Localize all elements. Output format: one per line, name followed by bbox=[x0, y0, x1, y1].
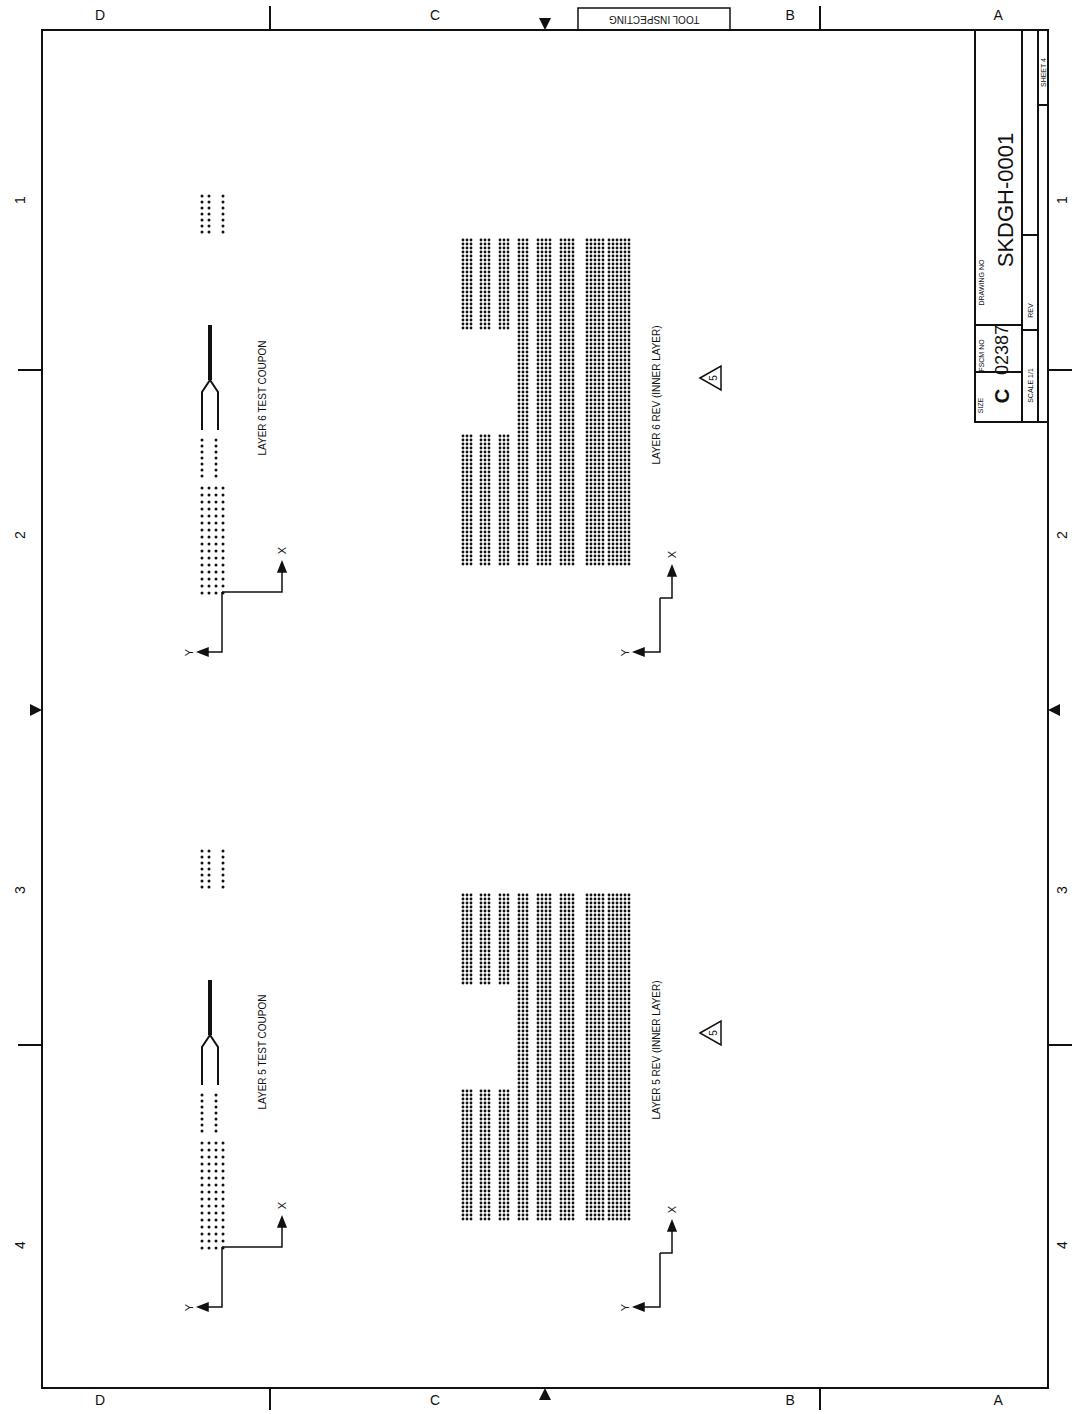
zone-letter: A bbox=[994, 1393, 1003, 1407]
coupon-label: LAYER 6 TEST COUPON bbox=[257, 340, 267, 455]
zone-number: 3 bbox=[13, 886, 27, 894]
axis-label: X bbox=[667, 1205, 678, 1212]
zone-letter: D bbox=[95, 1393, 105, 1407]
axis-label: Y bbox=[620, 1303, 631, 1310]
zone-letter: C bbox=[430, 1393, 440, 1407]
zone-number: 1 bbox=[13, 196, 27, 204]
revision-number: 5 bbox=[709, 375, 719, 381]
zone-letter: A bbox=[994, 8, 1003, 22]
title-block-heading: SIZE bbox=[977, 397, 984, 413]
title-block-heading: SCALE 1/1 bbox=[1026, 368, 1033, 403]
coupon-label: LAYER 5 TEST COUPON bbox=[257, 994, 267, 1109]
axis-label: Y bbox=[184, 1303, 195, 1310]
zone-letter: B bbox=[786, 1393, 795, 1407]
revision-triangle bbox=[700, 366, 721, 390]
zone-letter: D bbox=[95, 8, 105, 22]
axis-label: X bbox=[277, 546, 288, 553]
size-code: C bbox=[992, 389, 1012, 403]
title-block-heading: SHEET 4 bbox=[1040, 57, 1047, 86]
revision-number: 5 bbox=[709, 1030, 719, 1036]
zone-number: 4 bbox=[13, 1241, 27, 1249]
drawing-number: SKDGH-0001 bbox=[995, 133, 1017, 268]
zone-number: 4 bbox=[1055, 1241, 1069, 1249]
title-block-heading: REV bbox=[1027, 303, 1034, 317]
zone-number: 1 bbox=[1055, 196, 1069, 204]
axis-label: X bbox=[667, 550, 678, 557]
revision-triangle bbox=[700, 1021, 721, 1045]
layer-label: LAYER 6 REV (INNER LAYER) bbox=[651, 325, 661, 464]
zone-number: 2 bbox=[1055, 531, 1069, 539]
zone-number: 3 bbox=[1055, 886, 1069, 894]
inspection-stamp: TOOL INSPECTING bbox=[609, 14, 700, 24]
fscm-number: 02387 bbox=[993, 325, 1011, 375]
zone-letter: B bbox=[786, 8, 795, 22]
axis-label: X bbox=[277, 1201, 288, 1208]
layer-label: LAYER 5 REV (INNER LAYER) bbox=[651, 980, 661, 1119]
zone-number: 2 bbox=[13, 531, 27, 539]
zone-letter: C bbox=[430, 8, 440, 22]
axis-label: Y bbox=[620, 648, 631, 655]
sheet-border bbox=[42, 30, 1048, 1388]
title-block-heading: DRAWING NO bbox=[978, 259, 985, 305]
title-block-heading: FSCM NO bbox=[978, 339, 985, 371]
axis-label: Y bbox=[184, 648, 195, 655]
